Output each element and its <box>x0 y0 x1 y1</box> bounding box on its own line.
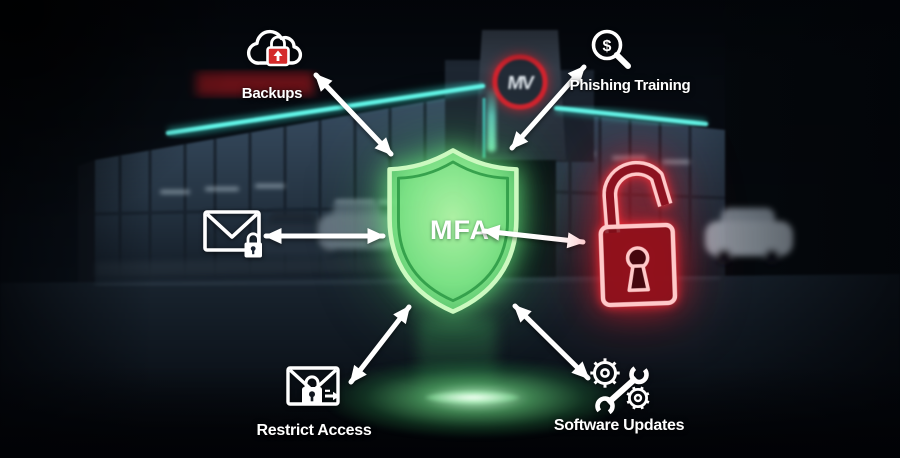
white-icons: $ <box>203 29 650 416</box>
arrow-updates-shield <box>512 303 591 381</box>
shield-outer <box>387 148 519 314</box>
wrench <box>595 364 649 416</box>
arrow-phishing-shield <box>509 64 587 151</box>
backups-label: Backups <box>241 85 303 102</box>
arrow-backups-shield <box>313 72 394 157</box>
lock-shackle <box>270 35 286 48</box>
upload-arrow <box>273 50 283 56</box>
restricted-email-icon <box>286 366 340 406</box>
teal-light-beam <box>487 86 496 152</box>
restrict-access-label: Restrict Access <box>256 422 372 439</box>
arrow-lock-mfa <box>481 224 586 249</box>
arrow-restrict-shield <box>348 304 412 385</box>
shield-icon <box>387 148 519 314</box>
open-padlock-icon <box>598 160 678 308</box>
shield-inner-outline <box>396 160 510 303</box>
connector-arrows <box>263 64 591 385</box>
software-updates-label: Software Updates <box>553 417 685 434</box>
magnifier-dollar-icon: $ <box>591 29 631 69</box>
gear-top <box>590 358 620 388</box>
phishing-training-label: Phishing Training <box>569 77 691 94</box>
mfa-center-label: MFA <box>430 215 490 245</box>
locked-email-icon <box>203 210 262 258</box>
cloud-backup-lock-icon <box>246 29 303 67</box>
gears-wrench-icon <box>590 358 650 416</box>
gear-bottom <box>626 386 650 410</box>
green-glow-core <box>425 391 520 404</box>
dollar-glyph: $ <box>603 38 612 55</box>
